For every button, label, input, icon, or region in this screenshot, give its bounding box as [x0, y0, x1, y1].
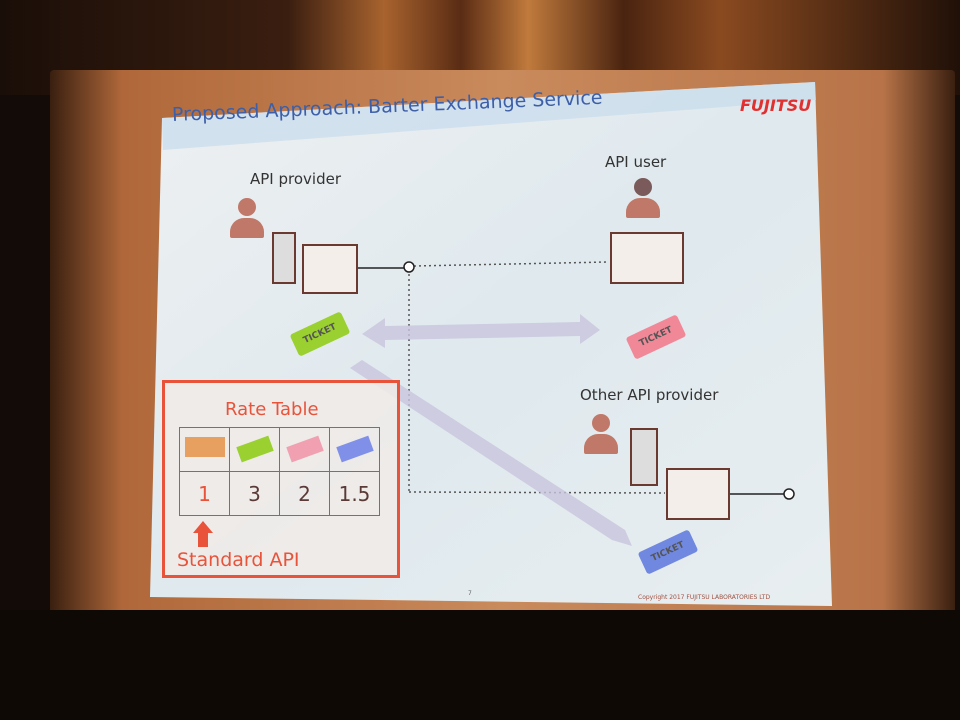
other-api-provider-label: Other API provider — [580, 386, 719, 404]
standard-api-label: Standard API — [177, 549, 300, 571]
rate-value: 2 — [279, 471, 330, 516]
api-provider-person-icon — [230, 198, 264, 238]
up-arrow-stem — [198, 533, 208, 547]
rate-table-title: Rate Table — [225, 399, 319, 420]
rate-table-panel: Rate Table 1 3 2 1.5 Standard API — [162, 380, 400, 578]
api-provider-label: API provider — [250, 170, 341, 188]
database-icon — [666, 468, 730, 520]
fujitsu-logo: FUJITSU — [740, 96, 812, 115]
dashboard-icon — [610, 232, 684, 284]
blue-ticket-cell — [329, 427, 380, 472]
other-provider-person-icon — [584, 414, 618, 454]
api-user-person-icon — [626, 178, 660, 218]
rate-value: 1.5 — [329, 471, 380, 516]
money-icon-cell — [179, 427, 230, 472]
database-icon — [302, 244, 358, 294]
copyright: Copyright 2017 FUJITSU LABORATORIES LTD — [638, 594, 771, 601]
api-user-label: API user — [605, 153, 667, 171]
rate-table: 1 3 2 1.5 — [179, 427, 380, 516]
green-ticket-cell — [229, 427, 280, 472]
rate-value: 3 — [229, 471, 280, 516]
stage-floor — [0, 610, 960, 720]
page-number: 7 — [468, 590, 472, 597]
pink-ticket-cell — [279, 427, 330, 472]
server-icon — [630, 428, 658, 486]
rate-value: 1 — [179, 471, 230, 516]
up-arrow-icon — [193, 521, 213, 533]
server-icon — [272, 232, 296, 284]
